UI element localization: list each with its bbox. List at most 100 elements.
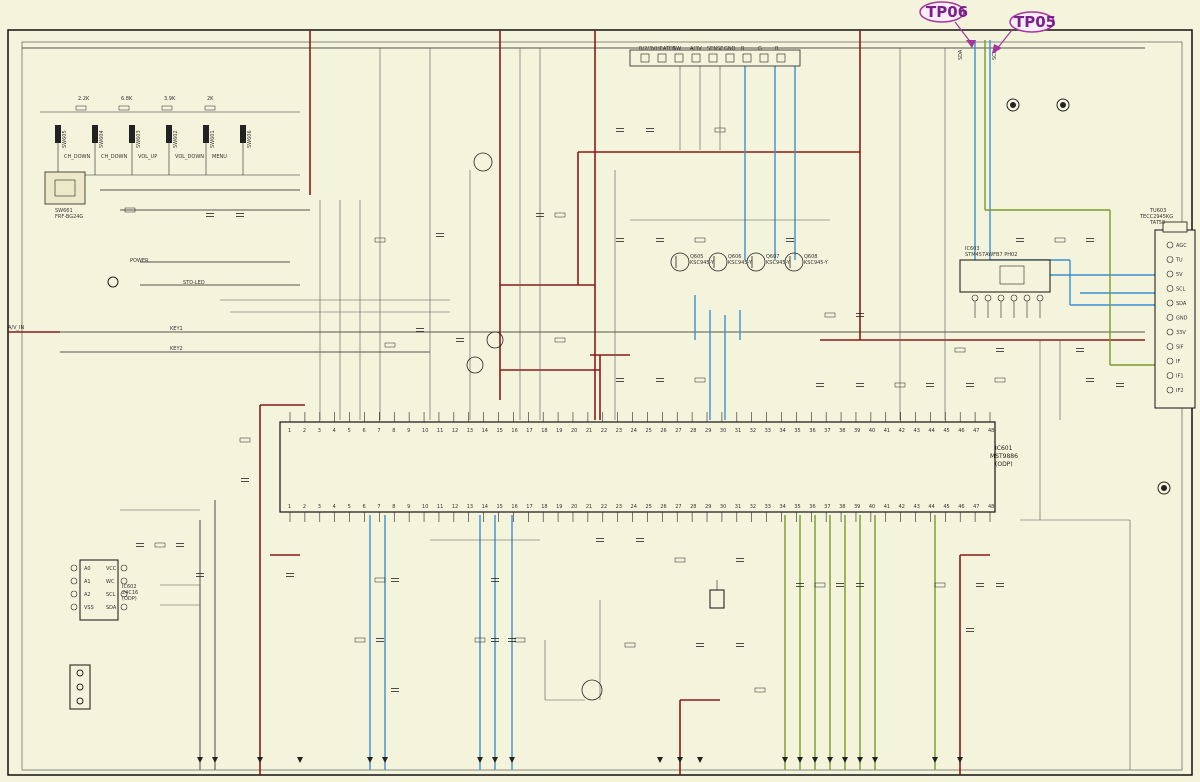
- net-key1: KEY1: [170, 326, 183, 332]
- ic-pin-top-num: 9: [407, 428, 410, 434]
- tuner-block: TU603 TECC2945KG TAT58 AGCTU5VSCLSDAGND3…: [1139, 208, 1196, 409]
- ic-pin-top-num: 2: [303, 428, 306, 434]
- ic-pin-bottom-num: 23: [616, 504, 622, 510]
- eeprom-pin-label: WC: [106, 579, 115, 585]
- transistor-part: KSC945-Y: [690, 260, 715, 266]
- switch-function: CH_DOWN: [101, 154, 127, 160]
- tuner-pin-label: SIF: [1176, 345, 1184, 351]
- transistor-ref: Q608: [804, 254, 817, 260]
- ic-pin-top-num: 12: [452, 428, 458, 434]
- header-pin: [725, 53, 735, 63]
- switch-resistor: [204, 105, 216, 111]
- resistor: [554, 337, 566, 343]
- eeprom-pin: [120, 590, 128, 598]
- resistor: [374, 577, 386, 583]
- resistor: [754, 687, 766, 693]
- ic-pin-top-num: 41: [884, 428, 890, 434]
- net-std-led: STD-LED: [183, 280, 205, 286]
- eeprom-pin-label: A2: [84, 592, 91, 598]
- power-ic-ref: SW661: [55, 208, 73, 214]
- switch-ref: SW604: [99, 130, 105, 148]
- ic-pin-top-num: 19: [556, 428, 562, 434]
- tuner-pin: [1166, 372, 1174, 379]
- net-arrow: [842, 757, 848, 763]
- resistor: [954, 347, 966, 353]
- net-arrow: [492, 757, 498, 763]
- switch-resistor-value: 3.9K: [164, 96, 176, 102]
- eeprom-ref: IC602: [122, 584, 137, 590]
- ic-pin-top-num: 39: [854, 428, 860, 434]
- resistor: [694, 377, 706, 383]
- net-arrow: [812, 757, 818, 763]
- tuner-pin: [1166, 314, 1174, 321]
- net-arrow: [857, 757, 863, 763]
- tuner-pin: [1166, 241, 1174, 249]
- transistor-array: Q605KSC945-YQ606KSC945-YQ607KSC945-YQ608…: [670, 252, 829, 272]
- transistor-power: [466, 152, 603, 701]
- switch-body: [129, 125, 135, 143]
- ic-pin-top-num: 24: [631, 428, 637, 434]
- ic-pin-bottom-num: 26: [660, 504, 666, 510]
- eeprom-part: 24C16: [122, 590, 138, 596]
- tuner-pkg: TAT58: [1149, 220, 1165, 226]
- eeprom-pin-label: SCL: [106, 592, 116, 598]
- resistor: [694, 237, 706, 243]
- switch-resistor-value: 6.8K: [121, 96, 133, 102]
- tuner-pin-label: IF2: [1176, 388, 1184, 394]
- header-pin: [708, 53, 718, 63]
- switch-function: CH_DOWN: [64, 154, 90, 160]
- ic-pin-top-num: 29: [705, 428, 711, 434]
- mid-ic-pin: [1036, 294, 1044, 302]
- ic-pin-bottom-num: 13: [467, 504, 473, 510]
- ic-pin-top-num: 31: [735, 428, 741, 434]
- header-pin: [640, 53, 650, 63]
- switch-body: [55, 125, 61, 143]
- switch-ref: SW606: [247, 130, 253, 148]
- crystal: [709, 580, 725, 609]
- tuner-pin-label: IF: [1176, 359, 1180, 365]
- tuner-pin: [1166, 285, 1174, 292]
- ic-pin-top-num: 5: [348, 428, 351, 434]
- ic-pin-top-num: 3: [318, 428, 321, 434]
- header-pin-label: SENSE: [707, 46, 723, 52]
- net-arrow: [677, 757, 683, 763]
- switch-ref: SW602: [173, 130, 179, 148]
- ic-pin-top-num: 27: [675, 428, 681, 434]
- eeprom-pin: [70, 577, 78, 585]
- eeprom-pin-label: VSS: [84, 605, 94, 611]
- mid-ic-ref: IC603: [965, 246, 980, 252]
- main-ic-pkg: (ODP): [995, 461, 1013, 468]
- net-arrow: [197, 757, 203, 763]
- ic-pin-top-num: 45: [943, 428, 949, 434]
- ic-pin-top-num: 38: [839, 428, 845, 434]
- ic-pin-bottom-num: 30: [720, 504, 726, 510]
- ic-pin-bottom-num: 19: [556, 504, 562, 510]
- ic-pin-bottom-num: 48: [988, 504, 994, 510]
- ic-pin-top-num: 32: [750, 428, 756, 434]
- rgb-traces: [369, 40, 1170, 770]
- ic-pin-bottom-num: 20: [571, 504, 577, 510]
- ic-pin-bottom-num: 17: [526, 504, 532, 510]
- ic-pin-bottom-num: 27: [675, 504, 681, 510]
- tp05-callout: TP05: [992, 11, 1056, 54]
- resistor: [814, 582, 826, 588]
- ic-pin-bottom-num: 22: [601, 504, 607, 510]
- transistor-ref: Q606: [728, 254, 741, 260]
- ic-pin-top-num: 25: [645, 428, 651, 434]
- ic-pin-bottom-num: 45: [943, 504, 949, 510]
- header-pin: [776, 53, 786, 63]
- misc-wiring: [120, 48, 1131, 770]
- switch-ref: SW601: [210, 130, 216, 148]
- net-arrow: [367, 757, 373, 763]
- ic-pin-top-num: 43: [914, 428, 920, 434]
- ic-pin-top-num: 47: [973, 428, 979, 434]
- net-arrow: [872, 757, 878, 763]
- transistor-body: [746, 252, 766, 272]
- net-arrow: [212, 757, 218, 763]
- tuner-ref: TU603: [1149, 208, 1166, 214]
- main-ic-part: MST9886: [990, 453, 1018, 460]
- tuner-pin: [1166, 357, 1174, 365]
- header-pin-label: B: [775, 46, 779, 52]
